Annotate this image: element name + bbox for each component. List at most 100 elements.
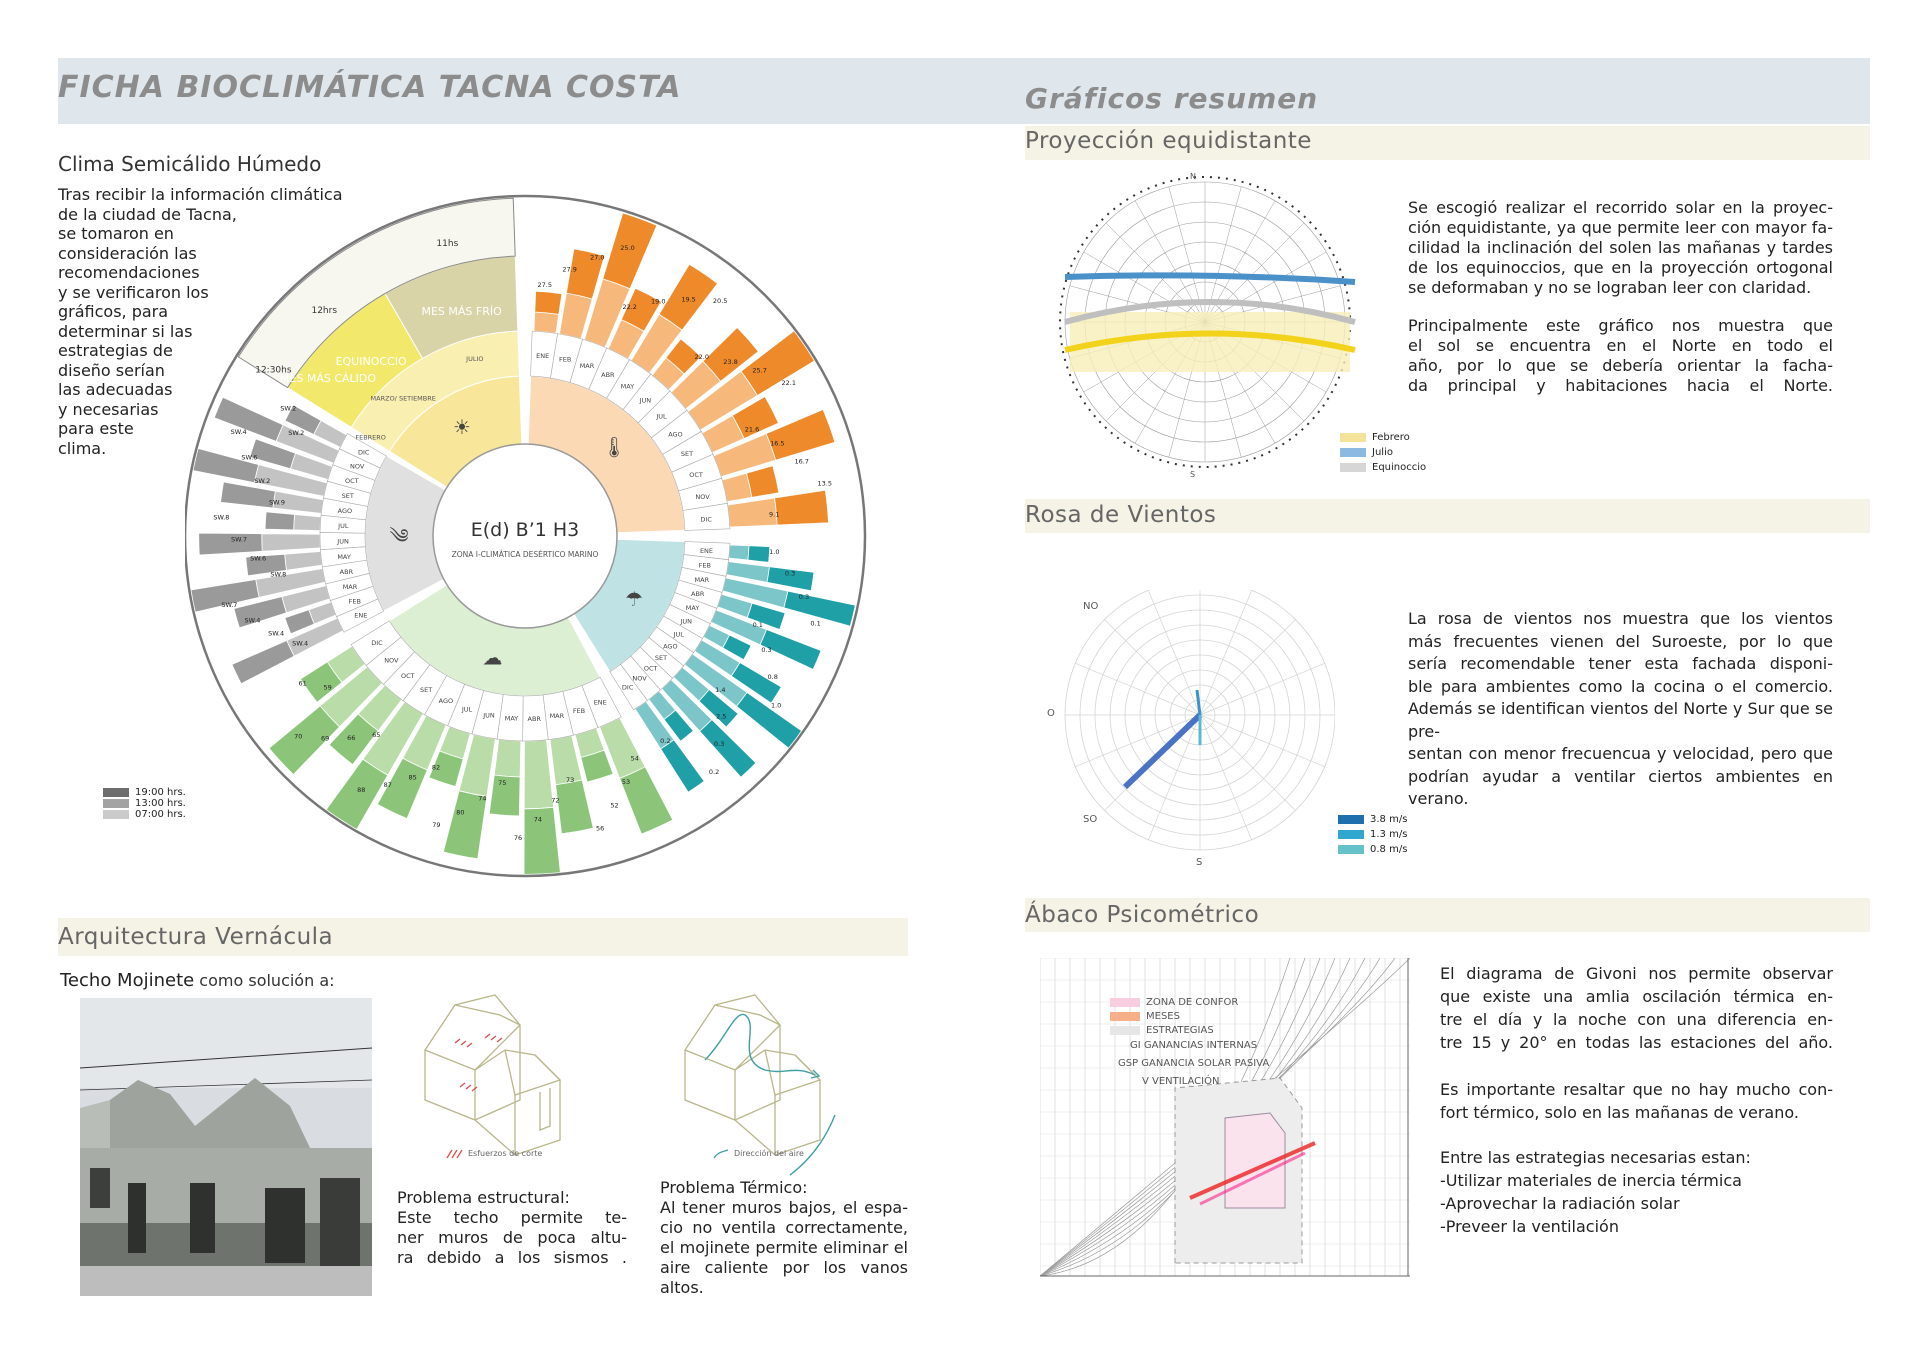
wind-bar-high: [231, 639, 295, 685]
windp-line: más frecuentes vienen del Suroeste, por …: [1408, 631, 1833, 651]
rose-spoke: [1199, 714, 1325, 767]
wind-month-label: DIC: [358, 449, 370, 457]
thermal-diagram: [684, 994, 836, 1176]
wind-bar-low: [261, 533, 321, 552]
humidity-month-cell: [350, 620, 402, 666]
rain-bar-high: [730, 662, 782, 704]
sunpath-legend: Febrero Julio Equinoccio: [1340, 430, 1426, 475]
sun-sector-label: MES MÁS CÁLIDO: [280, 372, 376, 385]
projection-heading: Proyección equidistante: [1025, 128, 1312, 154]
wind-month-cell: [339, 433, 387, 469]
wind-value-label: SW.7: [231, 535, 247, 543]
proj-north: N: [1190, 172, 1196, 181]
temp-value-label: 9.1: [769, 510, 779, 518]
vernacular-heading: Arquitectura Vernácula: [58, 924, 334, 950]
temp-month-label: OCT: [689, 471, 703, 479]
wind-value-label: SW.8: [270, 571, 286, 579]
humidity-value-label: 88: [357, 786, 365, 794]
rain-value-label: 0.3: [761, 646, 771, 654]
legend-feb: Febrero: [1372, 432, 1410, 443]
humidity-value-label: 74: [534, 816, 542, 824]
humidity-value-label: 87: [384, 781, 392, 789]
temp-month-label: FEB: [559, 355, 571, 363]
rose-spoke: [1148, 714, 1201, 840]
p1lines-line: ner muros de poca altu-: [397, 1228, 627, 1247]
humidity-bar-high: [328, 713, 379, 766]
humidity-value-label: 69: [321, 735, 329, 743]
intro-line: para este: [58, 419, 134, 438]
windp-line: sentan con menor frecuencua y velocidad,…: [1408, 744, 1833, 763]
psy-legend-0: ZONA DE CONFOR: [1146, 996, 1239, 1008]
wind-value-label: SW.7: [221, 601, 237, 609]
wind-month-label: SET: [342, 492, 354, 500]
psyp1-line: que existe una amlia oscilación térmica …: [1440, 987, 1833, 1006]
wind-bar-high: [233, 596, 287, 629]
wind-value-label: SW.2: [288, 429, 304, 437]
psychrometric-chart: [1040, 958, 1410, 1277]
climate-zone: ZONA I-CLIMÁTICA DESÉRTICO MARINO: [452, 550, 599, 559]
rain-bar-high: [663, 709, 694, 742]
rose-spoke: [1075, 714, 1201, 767]
psy-legend-2: ESTRATEGIAS: [1146, 1024, 1214, 1036]
intro-line: de la ciudad de Tacna,: [58, 204, 237, 224]
rain-month-label: ENE: [700, 547, 713, 555]
psy-band: [1025, 898, 1870, 932]
legend-07h: 07:00 hrs.: [135, 809, 186, 820]
sunpath-equinox: [1064, 299, 1356, 325]
vernacular-band: [58, 918, 908, 956]
rain-bar-high: [660, 739, 705, 793]
rain-value-label: 2.5: [716, 713, 726, 721]
psyp3-line: -Aprovechar la radiación solar: [1440, 1194, 1680, 1213]
wind-value-label: SW.6: [250, 554, 266, 562]
intro-line: determinar si las: [58, 321, 193, 341]
intro-line: Tras recibir la información climática: [58, 185, 343, 204]
sun-sector-label: JULIO: [465, 355, 483, 363]
wind-bar-high: [187, 579, 260, 615]
rain-month-label: MAY: [686, 604, 700, 612]
legend-08-swatch: [1338, 845, 1364, 854]
psy-text-3: Entre las estrategias necesarias estan:-…: [1440, 1146, 1833, 1238]
legend-38: 3.8 m/s: [1370, 814, 1408, 825]
rain-month-label: MAR: [695, 576, 710, 584]
humidity-value-label: 61: [299, 680, 307, 688]
roof-label: Techo Mojinete como solución a:: [60, 970, 335, 991]
rain-bar-low: [728, 544, 750, 561]
temp-month-label: JUL: [655, 413, 667, 421]
p1lines-line: ra debido a los sismos .: [397, 1248, 627, 1267]
temp-month-label: DIC: [700, 515, 712, 523]
temp-value-label: 23.8: [723, 358, 737, 366]
rain-bar-high: [746, 602, 786, 631]
intro-line: consideración las: [58, 243, 197, 263]
rose-spoke: [1199, 714, 1252, 840]
rain-value-label: 0.2: [709, 768, 719, 776]
windp-line: La rosa de vientos nos muestra que los v…: [1408, 609, 1833, 628]
humidity-bar-high: [442, 790, 488, 860]
wind-month-label: JUL: [337, 522, 349, 530]
temp-month-label: ABR: [601, 371, 615, 379]
temp-value-label: 25.0: [620, 244, 634, 252]
wheel-center: [432, 443, 618, 629]
sun-sector-label: MARZO/ SETIEMBRE: [371, 395, 436, 403]
legend-08: 0.8 m/s: [1370, 844, 1408, 855]
month-line-2: [1199, 1151, 1306, 1206]
humidity-month-label: SET: [420, 686, 432, 694]
wind-month-label: ABR: [340, 568, 354, 576]
rain-month-cell: [609, 663, 648, 711]
roof-name: Techo Mojinete: [60, 970, 195, 991]
temp-month-label: NOV: [695, 493, 710, 501]
temp-month-label: MAR: [580, 362, 595, 370]
temp-month-label: JUN: [639, 397, 652, 405]
legend-13: 1.3 m/s: [1370, 829, 1408, 840]
projection-text-2: Principalmente este gráfico nos muestra …: [1408, 316, 1833, 396]
psy-legend-3: GI GANANCIAS INTERNAS: [1130, 1040, 1258, 1051]
projp2-line: da principal y habitaciones hacia el Nor…: [1408, 376, 1833, 395]
psy-legend-4: GSP GANANCIA SOLAR PASIVA: [1118, 1058, 1270, 1069]
sun-hour-label: 12hrs: [311, 306, 337, 316]
humidity-month-label: DIC: [371, 639, 383, 647]
intro-line: se tomaron en: [58, 224, 174, 243]
psyp1-line: tre el día y la noche con una diferencia…: [1440, 1010, 1833, 1029]
wind-month-label: AGO: [338, 507, 353, 515]
humidity-value-label: 75: [498, 779, 506, 787]
rain-bar-high: [747, 545, 771, 563]
sun-sector-label: EQUINOCCIO: [336, 355, 407, 368]
